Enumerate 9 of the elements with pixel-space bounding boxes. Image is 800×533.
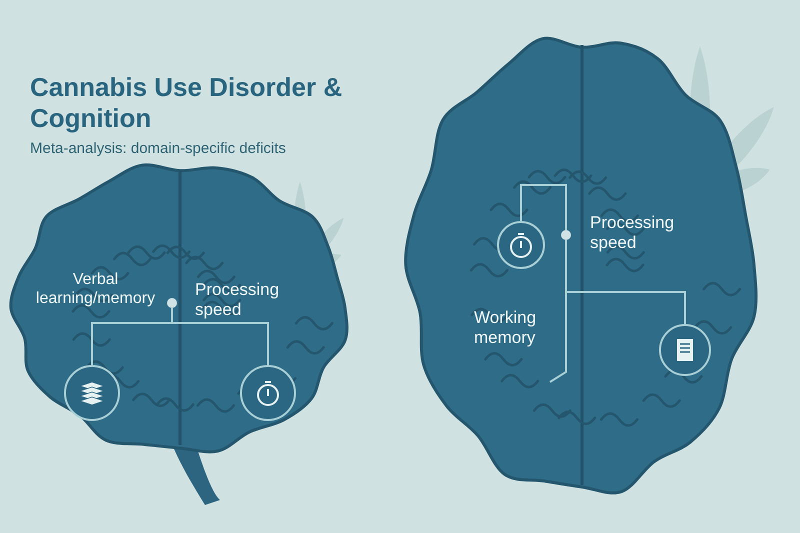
connector-line [549, 240, 567, 383]
domain-label: Working memory [474, 308, 538, 349]
title: Cannabis Use Disorder & Cognition [30, 72, 344, 134]
domain-label: Processing speed [590, 213, 676, 254]
connector-line [520, 184, 567, 230]
subtitle: Meta-analysis: domain-specific deficits [30, 140, 287, 158]
domain-label: Processing speed [195, 280, 280, 321]
connector-line [171, 308, 269, 365]
domain-label: Verbal learning/memory [34, 270, 156, 308]
